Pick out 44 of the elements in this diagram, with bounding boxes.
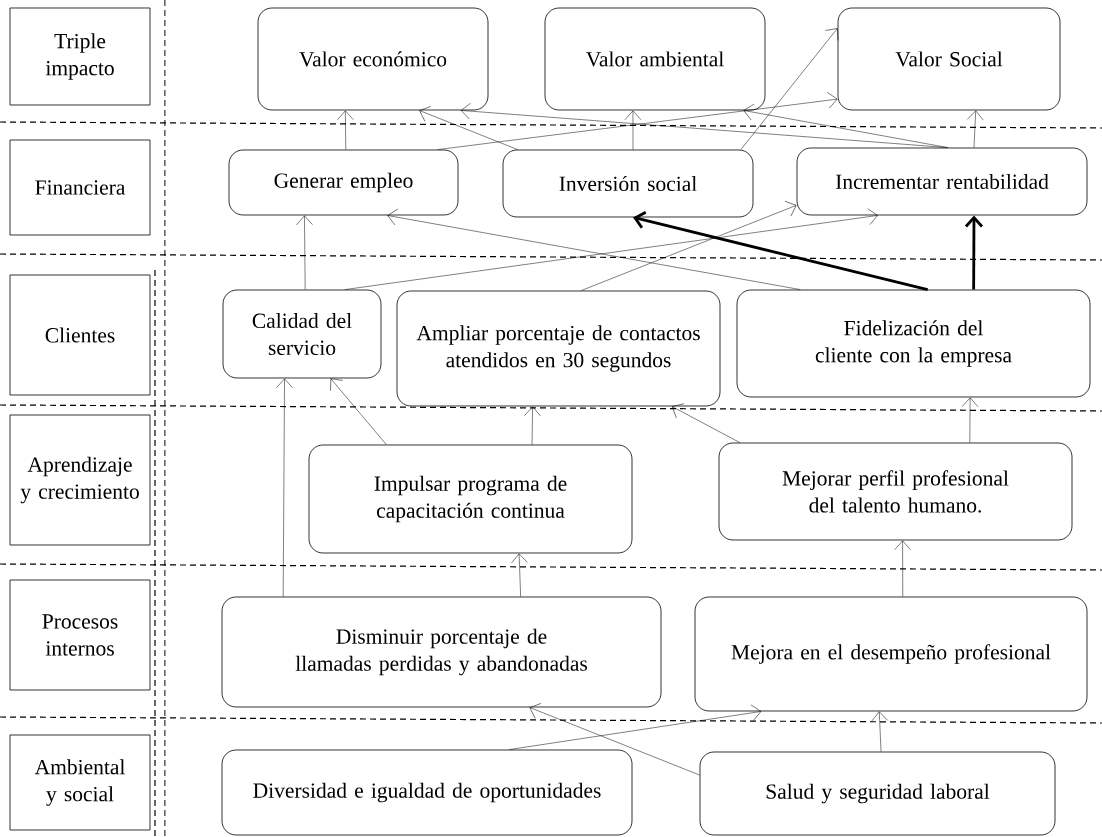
objective-box: Ampliar porcentaje de contactos atendidos en 30 segundos <box>396 290 721 407</box>
arrow <box>740 28 839 150</box>
objective-box: Fidelización del cliente con la empresa <box>736 289 1091 398</box>
arrow <box>743 103 949 148</box>
arrow <box>344 208 878 290</box>
row-label-box: Clientes <box>9 274 151 396</box>
arrow <box>419 106 518 150</box>
objective-box: Valor económico <box>257 7 489 111</box>
arrow <box>961 397 979 443</box>
arrow <box>894 540 911 597</box>
objective-box: Generar empleo <box>228 149 459 216</box>
arrow <box>524 406 541 445</box>
row-label-box: Aprendizaje y crecimiento <box>9 414 151 546</box>
arrow <box>330 378 387 445</box>
arrow <box>967 110 984 148</box>
objective-box: Disminuir porcentaje de llamadas perdidas y abandonadas <box>221 596 662 708</box>
arrow <box>276 378 293 597</box>
row-label-box: Financiera <box>9 139 151 236</box>
arrow <box>633 211 928 291</box>
objective-box: Inversión social <box>502 149 754 218</box>
arrow <box>296 215 313 290</box>
objective-box: Incrementar rentabilidad <box>796 147 1088 216</box>
objective-box: Diversidad e igualdad de oportunidades <box>221 749 633 836</box>
row-label-box: Procesos internos <box>9 579 151 691</box>
arrow <box>871 711 888 752</box>
arrow <box>337 110 354 150</box>
arrow <box>387 208 801 290</box>
objective-box: Mejora en el desempeño profesional <box>694 596 1088 712</box>
arrow <box>964 215 983 290</box>
row-label-box: Triple impacto <box>9 7 151 106</box>
arrow <box>580 201 797 291</box>
objective-box: Salud y seguridad laboral <box>699 751 1056 836</box>
objective-box: Calidad del servicio <box>222 289 382 379</box>
arrow <box>671 403 741 443</box>
row-label-box: Ambiental y social <box>9 734 151 831</box>
arrow <box>624 110 642 150</box>
objective-box: Mejorar perfil profesional del talento humano. <box>718 442 1073 541</box>
arrow <box>511 553 528 597</box>
arrow <box>508 704 762 750</box>
objective-box: Valor ambiental <box>544 7 766 111</box>
objective-box: Impulsar programa de capacitación continua <box>308 444 633 554</box>
objective-box: Valor Social <box>837 7 1061 111</box>
arrow <box>437 92 838 150</box>
arrow <box>529 703 700 776</box>
